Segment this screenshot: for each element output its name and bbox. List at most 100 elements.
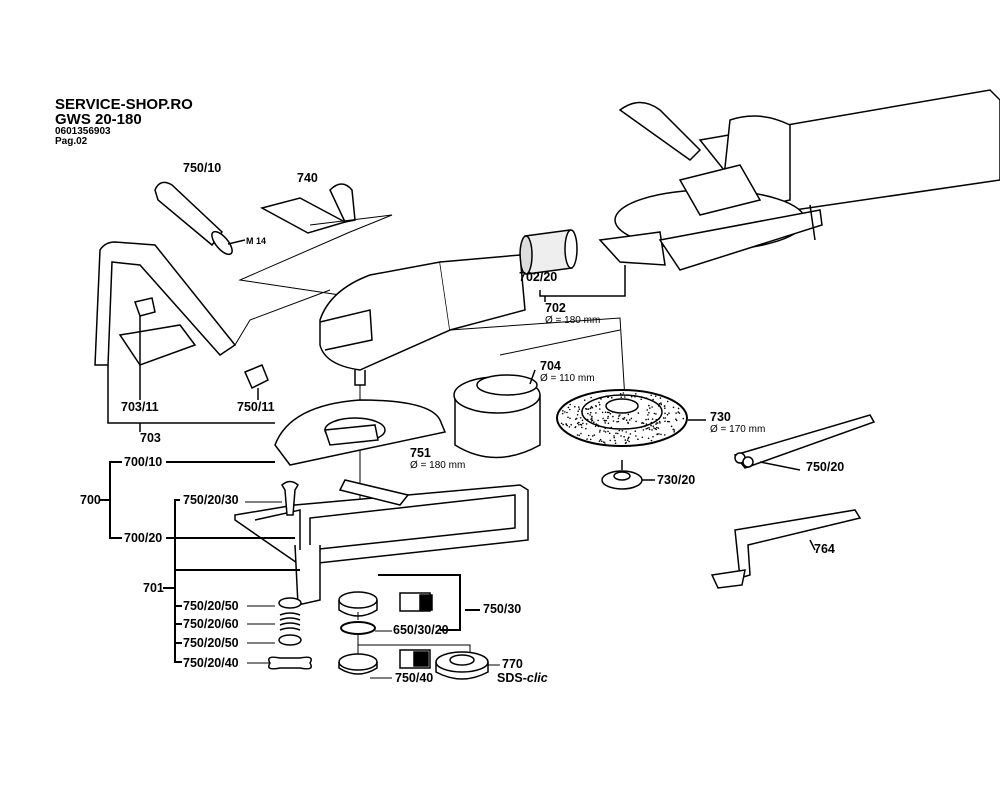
disc-texture-dot	[660, 403, 663, 406]
disc-texture-dot	[609, 412, 612, 415]
label-730-20: 730/20	[657, 473, 696, 487]
bracket-plate-illustration	[238, 183, 393, 296]
disc-texture-dot	[576, 422, 579, 425]
label-750-20-50-lower: 750/20/50	[183, 636, 239, 650]
disc-texture-dot	[628, 436, 630, 439]
disc-texture-dot	[586, 418, 589, 421]
disc-texture-dot	[650, 439, 653, 442]
disc-texture-dot	[574, 405, 576, 408]
disc-texture-dot	[611, 396, 613, 399]
disc-texture-dot	[634, 396, 636, 398]
disc-texture-dot	[589, 414, 591, 416]
disc-texture-dot	[659, 422, 661, 424]
disc-texture-dot	[604, 442, 606, 444]
disc-texture-dot	[619, 414, 621, 416]
disc-texture-dot	[642, 429, 645, 431]
disc-texture-dot	[570, 423, 572, 426]
disc-texture-dot	[587, 408, 590, 410]
disc-texture-dot	[645, 418, 647, 421]
disc-texture-dot	[581, 419, 584, 422]
disc-texture-dot	[655, 418, 658, 421]
disc-texture-dot	[646, 409, 649, 411]
disc-texture-dot	[590, 396, 592, 399]
label-704: 704	[540, 359, 561, 373]
disc-texture-dot	[648, 426, 650, 429]
part-number: 0601356903	[55, 126, 111, 137]
disc-texture-dot	[657, 427, 660, 429]
disc-texture-dot	[660, 433, 662, 436]
disc-texture-dot	[649, 407, 651, 409]
disc-texture-dot	[599, 438, 602, 441]
disc-texture-dot	[599, 408, 601, 410]
disc-texture-dot	[655, 423, 657, 425]
disc-texture-dot	[561, 412, 564, 415]
disc-texture-dot	[614, 442, 617, 445]
disc-texture-dot	[664, 417, 667, 419]
disc-texture-dot	[603, 441, 605, 443]
disc-texture-dot	[662, 417, 665, 419]
disc-texture-dot	[604, 427, 606, 430]
disc-texture-dot	[677, 411, 679, 413]
disc-texture-dot	[653, 412, 656, 415]
disc-texture-dot	[608, 411, 610, 414]
disc-texture-dot	[611, 411, 614, 413]
disc-texture-dot	[646, 427, 649, 430]
disc-texture-dot	[624, 439, 627, 441]
disc-texture-dot	[637, 412, 640, 414]
disc-texture-dot	[670, 425, 673, 428]
disc-texture-dot	[629, 433, 632, 435]
disc-texture-dot	[630, 417, 633, 420]
label-650-30-20: 650/30/20	[393, 623, 449, 637]
disc-texture-dot	[581, 410, 583, 413]
cup-guard-illustration	[453, 329, 621, 459]
disc-texture-dot	[590, 418, 592, 421]
label-702-diameter: Ø = 180 mm	[545, 315, 601, 326]
label-750-20-50-upper: 750/20/50	[183, 599, 239, 613]
disc-texture-dot	[667, 420, 669, 423]
label-701: 701	[143, 581, 164, 595]
grinding-disc-illustration	[556, 389, 706, 470]
disc-texture-dot	[590, 405, 593, 408]
disc-texture-dot	[624, 428, 627, 430]
disc-texture-dot	[617, 417, 620, 420]
disc-texture-dot	[585, 423, 588, 425]
disc-texture-dot	[640, 398, 642, 401]
disc-texture-dot	[583, 399, 586, 402]
bracket-lines	[100, 461, 480, 663]
disc-texture-dot	[656, 422, 658, 424]
disc-texture-dot	[635, 420, 637, 423]
label-764: 764	[814, 542, 835, 556]
disc-texture-dot	[597, 425, 600, 428]
label-750-10: 750/10	[183, 161, 222, 175]
disc-texture-dot	[651, 429, 653, 431]
disc-texture-dot	[599, 397, 602, 399]
disc-texture-dot	[675, 412, 677, 414]
disc-texture-dot	[604, 420, 606, 422]
disc-texture-dot	[658, 433, 660, 435]
disc-texture-dot	[668, 412, 670, 415]
disc-texture-dot	[651, 406, 653, 408]
disc-texture-dot	[629, 419, 631, 421]
label-750-20-40: 750/20/40	[183, 656, 239, 670]
label-740: 740	[297, 171, 318, 185]
disc-texture-dot	[666, 413, 669, 416]
disc-texture-dot	[630, 395, 633, 398]
disc-texture-dot	[567, 416, 569, 419]
page-number: Pag.02	[55, 136, 88, 147]
disc-texture-dot	[591, 415, 593, 418]
disc-texture-dot	[627, 421, 629, 424]
label-750-20: 750/20	[806, 460, 845, 474]
label-702: 702	[545, 301, 566, 315]
disc-texture-dot	[581, 414, 584, 416]
label-770: 770	[502, 657, 523, 671]
disc-texture-dot	[664, 434, 666, 436]
disc-texture-dot	[587, 412, 589, 415]
disc-texture-dot	[655, 413, 657, 415]
leader-702	[539, 265, 626, 297]
disc-texture-dot	[658, 403, 661, 405]
label-750-30: 750/30	[483, 602, 522, 616]
disc-texture-dot	[598, 403, 601, 406]
disc-texture-dot	[668, 420, 670, 423]
disc-texture-dot	[650, 421, 653, 424]
